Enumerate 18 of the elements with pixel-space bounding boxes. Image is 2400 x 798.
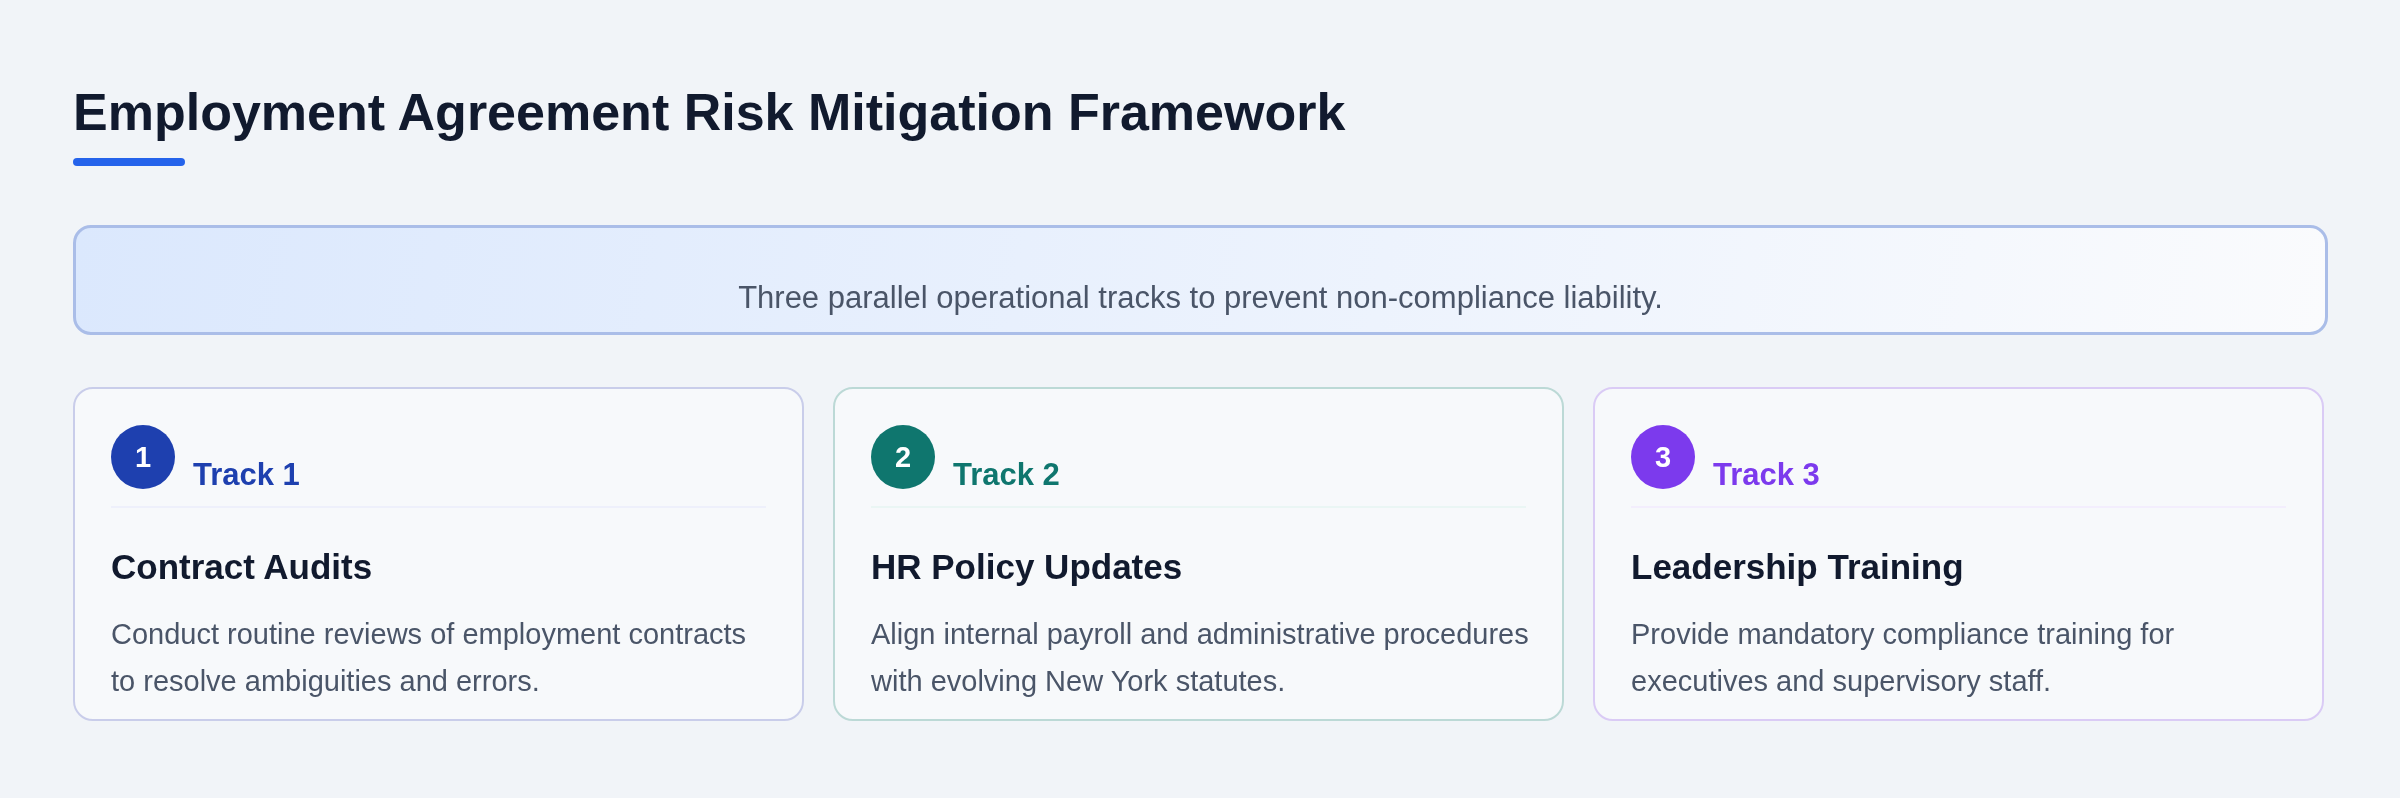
card-heading: Leadership Training [1631,547,1964,587]
banner-text: Three parallel operational tracks to prevent non-compliance liability. [737,280,1664,316]
step-number-badge: 2 [871,425,935,489]
step-number-badge: 1 [111,425,175,489]
summary-banner [73,225,2328,335]
step-number-badge: 3 [1631,425,1695,489]
track-label: Track 3 [1713,457,1820,493]
card-heading: Contract Audits [111,547,373,587]
track-card [73,387,804,721]
card-description: Align internal payroll and administrative procedures with evolving New York statutes. [871,617,1530,699]
track-label: Track 2 [953,457,1060,493]
page-title: Employment Agreement Risk Mitigation Framework [73,82,1346,142]
track-label: Track 1 [193,457,300,493]
card-heading: HR Policy Updates [871,547,1183,587]
track-card [833,387,1564,721]
card-description: Conduct routine reviews of employment contracts to resolve ambiguities and errors. [111,617,748,699]
track-card [1593,387,2324,721]
card-description: Provide mandatory compliance training for executives and supervisory staff. [1631,617,2176,699]
